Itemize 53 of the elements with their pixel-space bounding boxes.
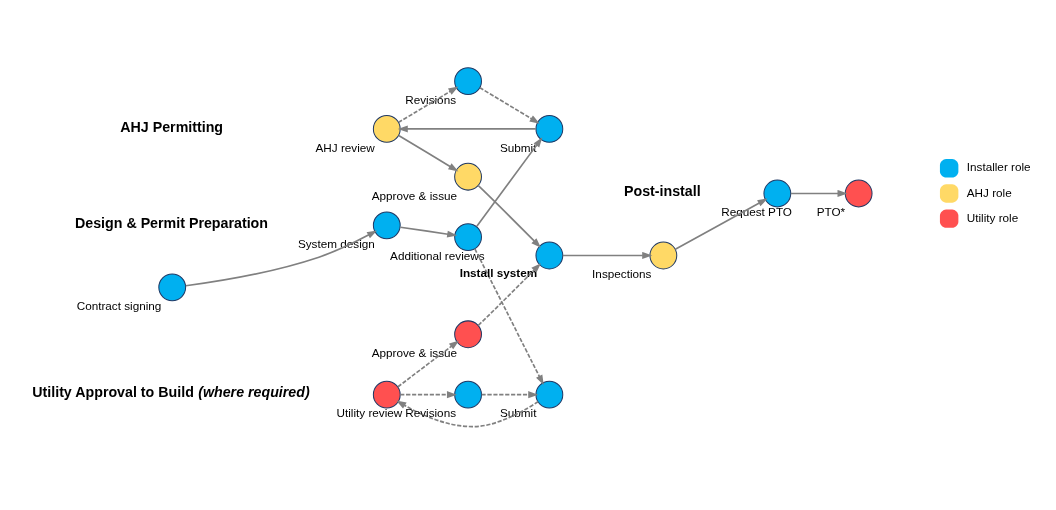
arrow <box>397 134 459 171</box>
node-circle <box>535 114 564 143</box>
node-circle <box>844 179 873 207</box>
arrow <box>674 197 768 250</box>
node-label: Revisions <box>405 92 457 106</box>
node-circle <box>649 241 678 269</box>
node-label: Submit <box>499 140 537 154</box>
node-circle <box>372 380 401 409</box>
label: AHJ Permitting <box>120 118 224 135</box>
node-circle <box>454 380 482 409</box>
arrow <box>476 136 543 227</box>
node-label: Approve & issue <box>371 188 458 202</box>
legend-label: Installer role <box>966 159 1031 173</box>
node-circle <box>454 162 482 191</box>
node-label: Contract signing <box>76 298 162 312</box>
arrow <box>474 247 544 385</box>
node-circle <box>158 272 187 301</box>
node-circle <box>454 222 482 251</box>
legend-label: AHJ role <box>966 185 1012 199</box>
arrow <box>397 124 537 132</box>
node-label: Utility review <box>336 405 403 419</box>
node-circle <box>372 210 401 239</box>
node-circle <box>763 179 792 207</box>
node-circle <box>454 66 482 95</box>
node-circle <box>454 319 482 348</box>
node-label: Revisions <box>405 405 457 419</box>
arrow <box>184 229 378 287</box>
node-circle <box>535 380 564 409</box>
arrow <box>396 399 539 427</box>
arrow <box>477 184 541 248</box>
label: Design & Permit Preparation <box>75 214 269 231</box>
node-label: Request PTO <box>721 204 792 218</box>
node-label: Submit <box>499 405 537 419</box>
arrow <box>479 86 540 124</box>
node-circle <box>372 114 401 143</box>
node-label: PTO* <box>816 204 846 218</box>
label: Utility Approval to Build (where required) <box>32 383 310 400</box>
label: Post-install <box>623 182 701 199</box>
legend-label: Utility role <box>966 210 1019 224</box>
arrow <box>477 262 541 326</box>
arrow <box>790 189 848 197</box>
node-label: Inspections <box>592 266 652 280</box>
arrow <box>399 225 458 238</box>
node-label: Approve & issue <box>371 345 458 359</box>
node-circle <box>535 241 564 269</box>
arrow <box>399 390 457 398</box>
node-label: AHJ review <box>315 140 375 154</box>
node-label: Additional reviews <box>390 248 485 262</box>
arrow <box>480 390 539 398</box>
arrow <box>397 339 460 388</box>
arrow <box>397 85 459 123</box>
node-label: Install system <box>459 265 538 279</box>
arrow <box>562 251 653 259</box>
